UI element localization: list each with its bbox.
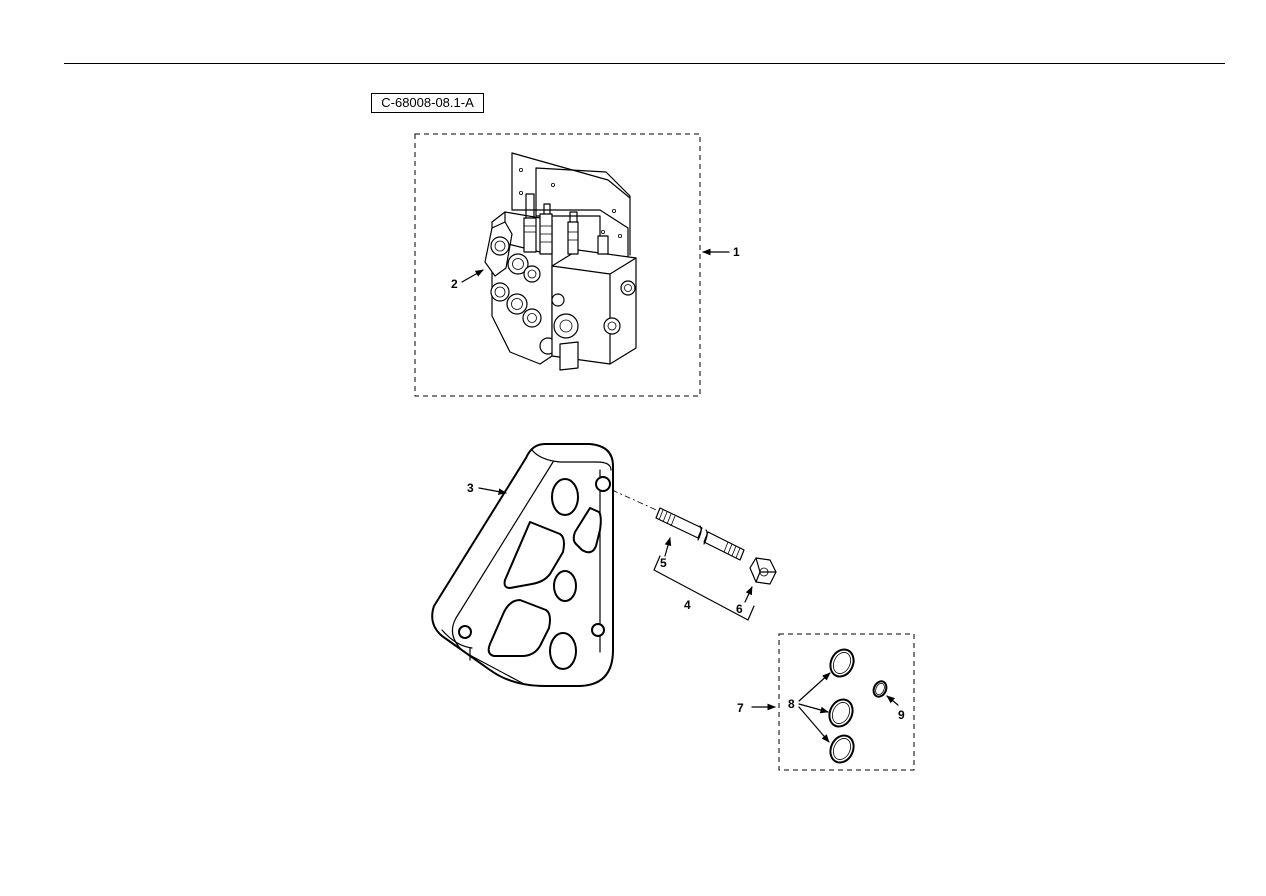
callout-9: 9 xyxy=(898,708,905,722)
header-rule xyxy=(64,63,1225,64)
callout-8: 8 xyxy=(788,697,795,711)
callout-1: 1 xyxy=(733,245,740,259)
callout-6: 6 xyxy=(736,602,743,616)
leader-lines xyxy=(461,248,899,743)
kit-boundary-7 xyxy=(778,633,915,771)
callout-5: 5 xyxy=(660,556,667,570)
stud-drawing xyxy=(611,489,745,561)
nut-drawing xyxy=(749,557,777,585)
callout-2: 2 xyxy=(451,277,458,291)
callout-3: 3 xyxy=(467,481,474,495)
callout-7: 7 xyxy=(737,701,744,715)
figure-id-label: C-68008-08.1-A xyxy=(371,93,484,113)
callout-4: 4 xyxy=(684,598,691,612)
valve-assembly-drawing xyxy=(484,152,637,371)
kit-boundary-1 xyxy=(414,133,701,397)
bracket-4 xyxy=(653,555,755,621)
mounting-plate-drawing xyxy=(431,443,614,687)
seal-rings-drawing xyxy=(828,648,888,764)
